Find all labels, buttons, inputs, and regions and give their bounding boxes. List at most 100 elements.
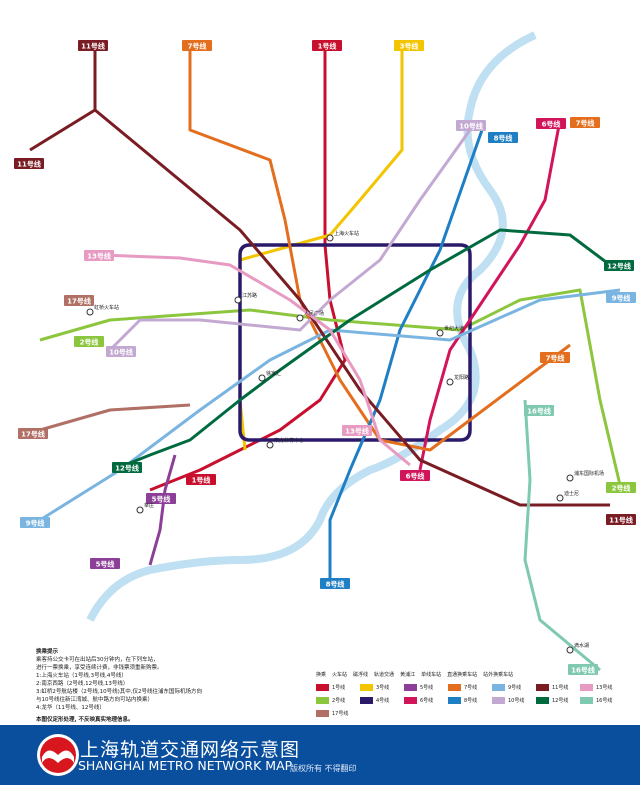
line-9-path — [39, 288, 621, 522]
line-11-badge[interactable]: 11号线 — [14, 158, 44, 169]
line-12-badge[interactable]: 12号线 — [112, 462, 142, 473]
legend-line-9: 9号线 — [492, 684, 536, 691]
svg-text:7号线: 7号线 — [546, 354, 565, 363]
svg-text:17号线: 17号线 — [67, 297, 91, 306]
notes-line: 乘客持公交卡可在出站后30分钟内，在下列车站， — [36, 657, 159, 663]
legend-label: 10号线 — [508, 698, 525, 704]
legend-line-12: 12号线 — [536, 697, 580, 704]
station-label[interactable]: 东方体育中心 — [274, 437, 304, 444]
line-7-badge[interactable]: 7号线 — [540, 352, 570, 363]
line-12-path — [124, 228, 611, 467]
station-label[interactable]: 莘庄 — [144, 502, 154, 509]
line-5-path — [148, 454, 177, 566]
legend-symbol: 黄浦江 — [400, 672, 416, 678]
notes-heading: 换乘提示 — [36, 649, 59, 655]
line-13-path — [99, 253, 411, 467]
legend-label: 5号线 — [420, 685, 434, 691]
station-label[interactable]: 虹桥火车站 — [94, 304, 119, 311]
legend-symbol: 磁浮线 — [353, 672, 369, 678]
station-label[interactable]: 人民广场 — [304, 310, 324, 317]
line-1-badge[interactable]: 1号线 — [312, 40, 342, 51]
transfer-station-icon — [86, 308, 94, 316]
notes-line: 3:虹桥2号航站楼（2号线,10号线)其中,仅2号线往浦东国际机场方向 — [36, 689, 202, 695]
line-2-badge[interactable]: 2号线 — [74, 336, 104, 347]
line-9-badge[interactable]: 9号线 — [20, 517, 50, 528]
station-label[interactable]: 上海火车站 — [334, 230, 359, 237]
legend-swatch — [536, 684, 549, 691]
line-16-badge[interactable]: 16号线 — [568, 664, 598, 675]
legend-label: 7号线 — [464, 685, 478, 691]
line-11-badge[interactable]: 11号线 — [606, 514, 636, 525]
line-8-badge[interactable]: 8号线 — [488, 132, 518, 143]
line-10-path — [108, 129, 472, 352]
line-17-badge[interactable]: 17号线 — [64, 295, 94, 306]
transfer-station-icon — [266, 441, 274, 449]
line-7-badge[interactable]: 7号线 — [182, 40, 212, 51]
notes-line: 进行一票换乘，享受连续计费，非钱票须重新购票。 — [36, 665, 163, 671]
line-17-badge[interactable]: 17号线 — [18, 428, 48, 439]
station-label[interactable]: 世纪大道 — [444, 325, 464, 332]
map-title-en: SHANGHAI METRO NETWORK MAP — [78, 758, 293, 773]
line-10-badge[interactable]: 10号线 — [456, 120, 486, 131]
legend-swatch — [316, 697, 329, 704]
line-5-badge[interactable]: 5号线 — [146, 493, 176, 504]
line-4-path — [238, 243, 472, 442]
station-label[interactable]: 迪士尼 — [564, 490, 579, 497]
transfer-station-icon — [556, 494, 564, 502]
line-6-badge[interactable]: 6号线 — [536, 118, 566, 129]
legend-swatch — [580, 684, 593, 691]
legend-label: 1号线 — [332, 685, 346, 691]
legend-label: 12号线 — [552, 698, 569, 704]
svg-text:1号线: 1号线 — [318, 42, 337, 51]
station-label[interactable]: 滴水湖 — [574, 642, 589, 649]
svg-text:12号线: 12号线 — [115, 464, 139, 473]
station-label[interactable]: 浦东国际机场 — [574, 470, 604, 477]
legend-label: 2号线 — [332, 698, 346, 704]
legend-swatch — [492, 697, 505, 704]
metro-lines — [29, 45, 622, 672]
svg-text:5号线: 5号线 — [152, 495, 171, 504]
line-16-badge[interactable]: 16号线 — [524, 405, 554, 416]
svg-text:16号线: 16号线 — [527, 407, 551, 416]
svg-text:10号线: 10号线 — [109, 348, 133, 357]
line-2-badge[interactable]: 2号线 — [606, 482, 636, 493]
line-13-badge[interactable]: 13号线 — [84, 250, 114, 261]
legend-line-8: 8号线 — [448, 697, 492, 704]
line-7-path — [188, 45, 571, 452]
legend-line-13: 13号线 — [580, 684, 624, 691]
line-10-badge[interactable]: 10号线 — [106, 346, 136, 357]
line-12-badge[interactable]: 12号线 — [604, 260, 634, 271]
line-9-badge[interactable]: 9号线 — [606, 292, 636, 303]
svg-text:1号线: 1号线 — [192, 476, 211, 485]
station-label[interactable]: 龙阳路 — [454, 374, 469, 381]
svg-text:11号线: 11号线 — [81, 42, 105, 51]
line-7-badge[interactable]: 7号线 — [570, 117, 600, 128]
svg-text:7号线: 7号线 — [576, 119, 595, 128]
legend-swatch — [448, 684, 461, 691]
map-title: 上海轨道交通网络示意图 — [80, 739, 301, 761]
transfer-station-icon — [234, 296, 242, 304]
station-label[interactable]: 徐家汇 — [266, 370, 281, 377]
line-11-badge[interactable]: 11号线 — [78, 40, 108, 51]
legend-label: 4号线 — [376, 698, 390, 704]
legend-label: 3号线 — [376, 685, 390, 691]
line-1-badge[interactable]: 1号线 — [186, 474, 216, 485]
svg-text:17号线: 17号线 — [21, 430, 45, 439]
line-6-badge[interactable]: 6号线 — [400, 470, 430, 481]
line-8-badge[interactable]: 8号线 — [320, 578, 350, 589]
line-1-path — [149, 45, 347, 492]
legend-line-7: 7号线 — [448, 684, 492, 691]
line-5-badge[interactable]: 5号线 — [90, 558, 120, 569]
legend-label: 17号线 — [332, 711, 349, 717]
shanghai-metro-logo-icon — [37, 734, 79, 776]
legend-line-11: 11号线 — [536, 684, 580, 691]
line-3-badge[interactable]: 3号线 — [394, 40, 424, 51]
legend-label: 13号线 — [596, 685, 613, 691]
station-label[interactable]: 江苏路 — [242, 292, 257, 299]
line-13-badge[interactable]: 13号线 — [342, 425, 372, 436]
line-17-path — [39, 403, 191, 432]
notes-line: 2:南京西路（2号线,12号线,13号线） — [36, 681, 129, 687]
